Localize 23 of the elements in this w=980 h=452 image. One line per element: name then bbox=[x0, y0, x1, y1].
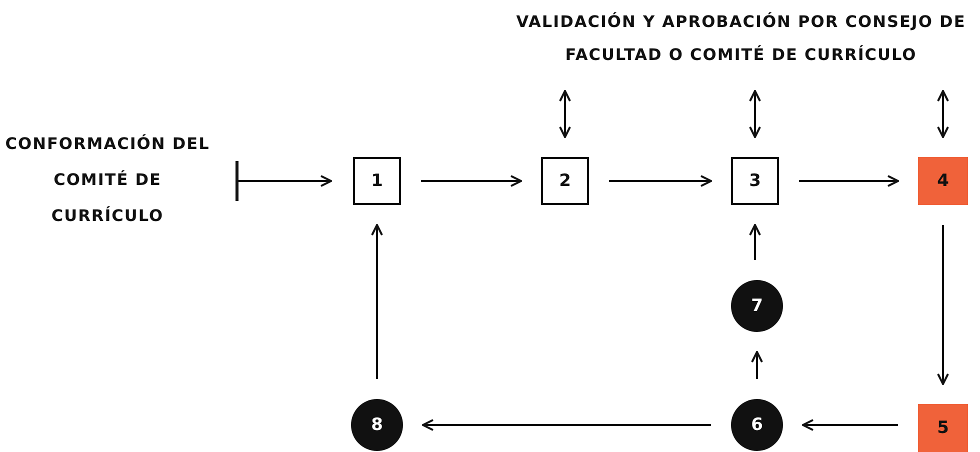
highlighted-step-box: 4 bbox=[918, 157, 968, 205]
step-text: VALIDACIÓN Y APROBACIÓN POR CONSEJO DE FACULTAD O COMITÉ DE CURRÍCULO bbox=[505, 5, 977, 71]
arrow bbox=[609, 175, 712, 187]
step-box: 3 bbox=[731, 157, 779, 205]
arrow bbox=[421, 175, 522, 187]
step-circle: 6 bbox=[731, 399, 783, 451]
step-box: 1 bbox=[353, 157, 401, 205]
arrow bbox=[751, 351, 763, 379]
arrow bbox=[371, 224, 383, 379]
double-arrow bbox=[559, 90, 571, 138]
step-text: CONFORMACIÓN DEL COMITÉ DE CURRÍCULO bbox=[5, 128, 210, 232]
arrow bbox=[799, 175, 899, 187]
arrow bbox=[749, 224, 761, 260]
step-circle: 8 bbox=[351, 399, 403, 451]
double-arrow bbox=[749, 90, 761, 138]
step-box: 2 bbox=[541, 157, 589, 205]
arrow bbox=[422, 419, 711, 431]
arrow bbox=[937, 225, 949, 385]
highlighted-step-box: 5 bbox=[918, 404, 968, 452]
arrow bbox=[802, 419, 898, 431]
step-circle: 7 bbox=[731, 280, 783, 332]
double-arrow bbox=[937, 90, 949, 138]
arrow bbox=[236, 160, 332, 202]
